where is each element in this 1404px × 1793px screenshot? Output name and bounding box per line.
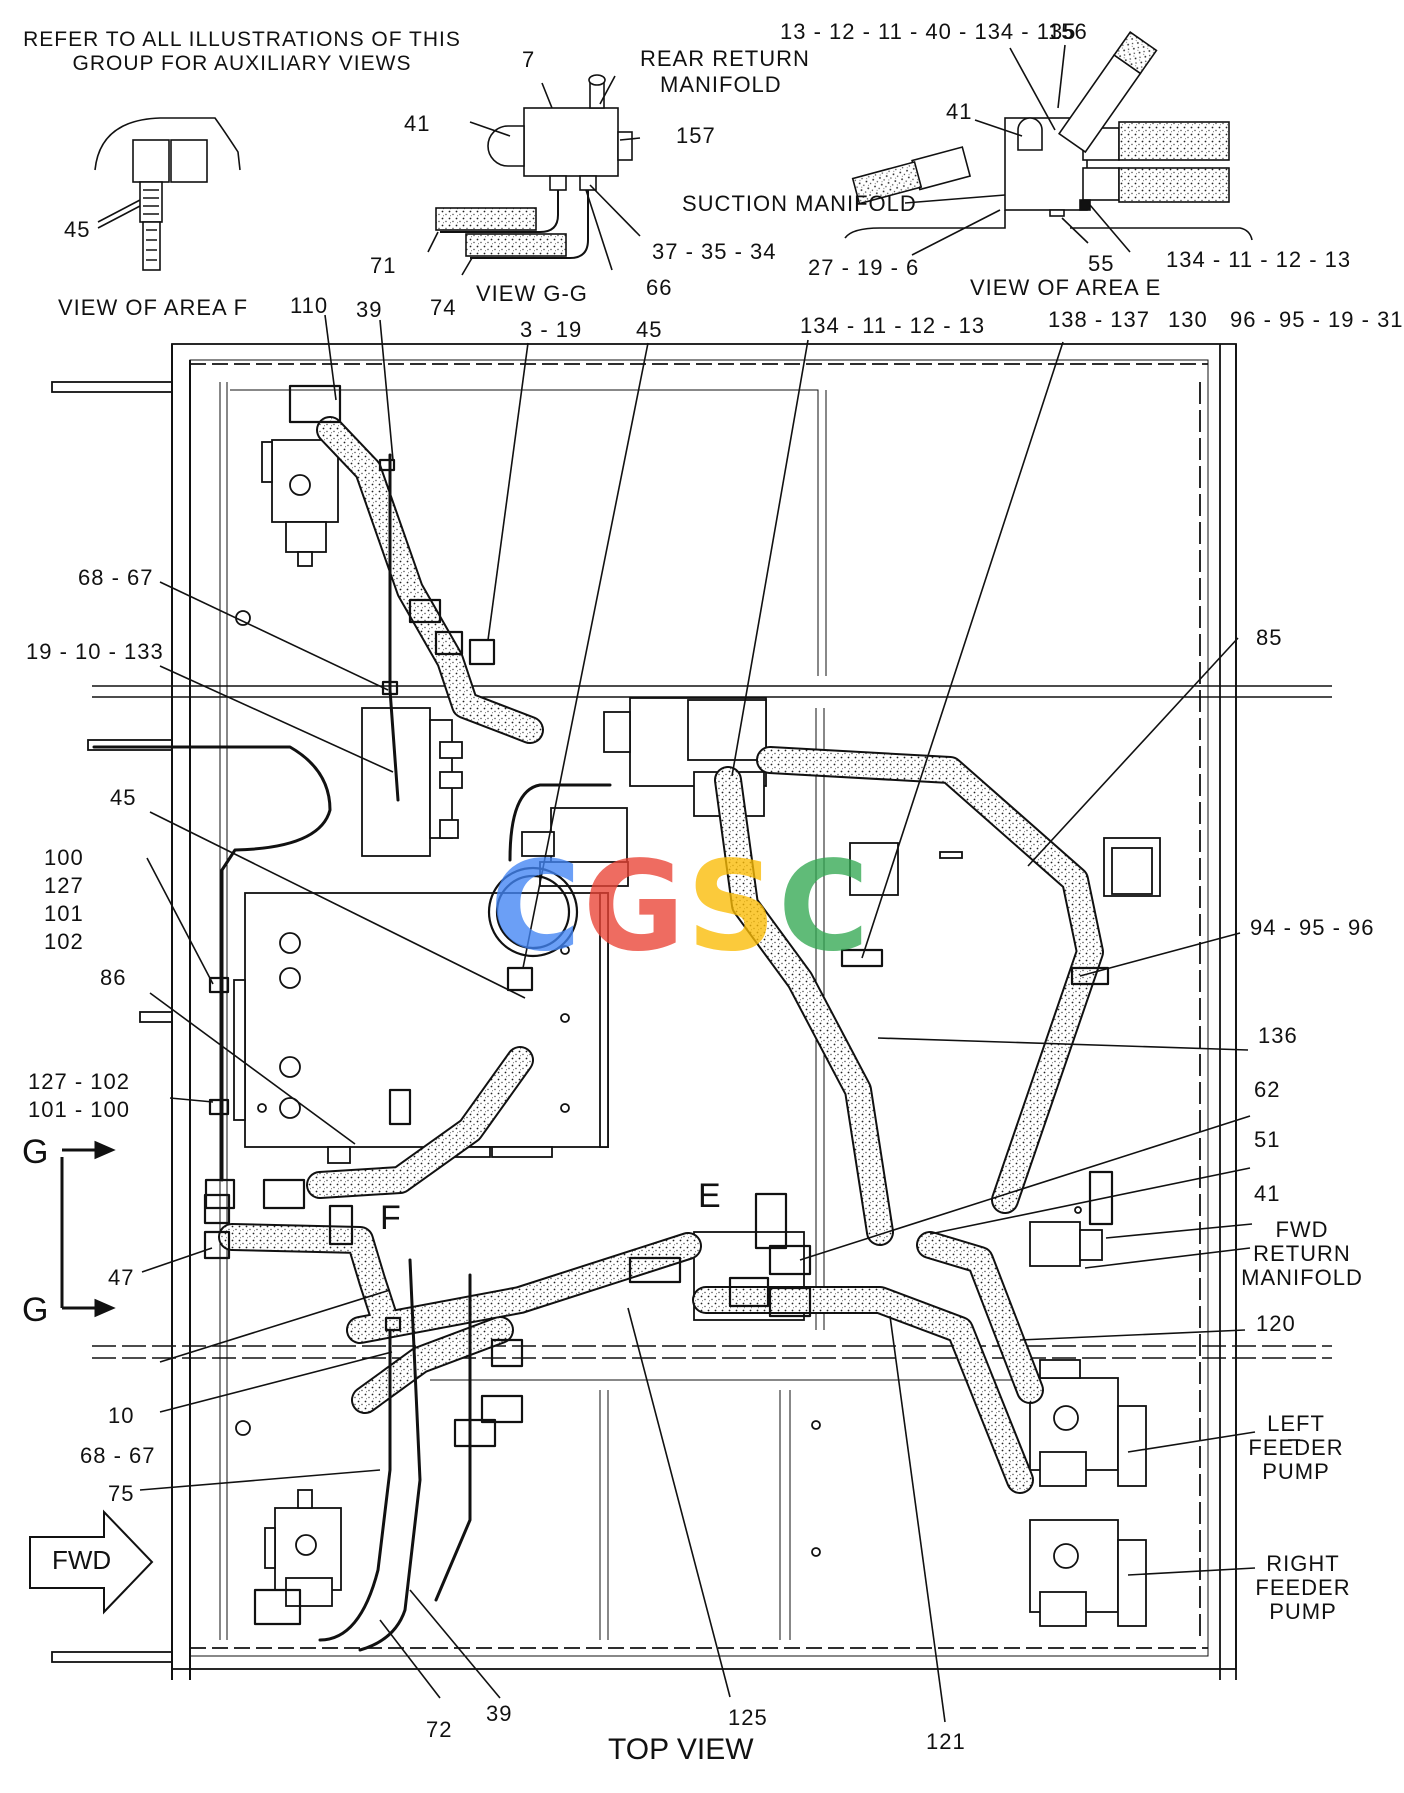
header-note-line-2: GROUP FOR AUXILIARY VIEWS xyxy=(72,52,412,75)
callout-134-main: 134 - 11 - 12 - 13 xyxy=(800,313,986,338)
view-g-g-label: VIEW G-G xyxy=(476,281,588,306)
marker-g-bottom: G xyxy=(22,1291,49,1329)
callout-37-35-34: 37 - 35 - 34 xyxy=(652,239,777,264)
callout-41-g: 41 xyxy=(404,111,431,136)
marker-f: F xyxy=(380,1199,401,1237)
callout-66: 66 xyxy=(646,275,673,300)
callout-51: 51 xyxy=(1254,1127,1281,1152)
callout-41-e: 41 xyxy=(946,99,973,124)
callout-27-19-6: 27 - 19 - 6 xyxy=(808,255,920,280)
header-note-line-1: REFER TO ALL ILLUSTRATIONS OF THIS xyxy=(23,28,461,51)
callout-75: 75 xyxy=(108,1481,135,1506)
manifold-blocks xyxy=(361,697,1161,1321)
callout-7: 7 xyxy=(522,47,536,72)
right-feeder-pump-line-3: PUMP xyxy=(1269,1599,1337,1624)
callout-68-67-top: 68 - 67 xyxy=(78,565,154,590)
left-feeder-pump-label: LEFT FEEDER PUMP xyxy=(1246,1412,1346,1484)
callout-120: 120 xyxy=(1256,1311,1296,1336)
callout-100-127-101-102: 100 127 101 102 xyxy=(44,844,84,956)
callout-3-19: 3 - 19 xyxy=(520,317,583,342)
callout-156: 156 xyxy=(1048,19,1088,44)
fwd-return-manifold-line-2: RETURN xyxy=(1253,1241,1351,1266)
callout-125: 125 xyxy=(728,1705,768,1730)
callout-13-12-11: 13 - 12 - 11 - 40 - 134 - 135 xyxy=(780,19,1077,44)
watermark-letter-4: C xyxy=(778,835,872,979)
top-view-label: TOP VIEW xyxy=(608,1733,754,1766)
callout-138-137: 138 - 137 xyxy=(1048,307,1150,332)
hoses xyxy=(92,384,1114,1652)
callout-94-95-96: 94 - 95 - 96 xyxy=(1250,915,1375,940)
callout-45-mid: 45 xyxy=(110,785,137,810)
callout-110: 110 xyxy=(290,293,329,318)
callout-41-fwd: 41 xyxy=(1254,1181,1281,1206)
callout-157: 157 xyxy=(676,123,716,148)
fwd-return-manifold-line-1: FWD xyxy=(1275,1217,1329,1242)
callout-45-area-f: 45 xyxy=(64,217,91,242)
callout-101-100: 101 - 100 xyxy=(28,1097,130,1122)
callout-71: 71 xyxy=(370,253,397,278)
rear-return-manifold-line-2: MANIFOLD xyxy=(660,72,782,97)
callout-39-bottom: 39 xyxy=(486,1701,513,1726)
marker-g-top: G xyxy=(22,1133,49,1171)
fwd-arrow-label: FWD xyxy=(52,1545,112,1575)
callout-47: 47 xyxy=(108,1265,135,1290)
callout-101: 101 xyxy=(44,901,84,926)
callout-62: 62 xyxy=(1254,1077,1281,1102)
rear-return-manifold-label: REAR RETURN MANIFOLD xyxy=(640,46,810,98)
suction-manifold-label: SUCTION MANIFOLD xyxy=(682,191,917,216)
watermark-logo: CGSC xyxy=(490,835,871,979)
callout-85: 85 xyxy=(1256,625,1283,650)
callout-130: 130 xyxy=(1168,307,1208,332)
callout-96-95-19-31: 96 - 95 - 19 - 31 xyxy=(1230,307,1404,332)
view-area-e-label: VIEW OF AREA E xyxy=(970,275,1162,300)
watermark-letter-3: S xyxy=(686,835,779,979)
section-markers xyxy=(29,1140,154,1615)
callout-127-102: 127 - 102 xyxy=(28,1069,130,1094)
watermark-letter-2: G xyxy=(583,835,687,979)
callout-134-e: 134 - 11 - 12 - 13 xyxy=(1166,247,1352,272)
callout-136: 136 xyxy=(1258,1023,1298,1048)
callout-121: 121 xyxy=(926,1729,966,1754)
rear-return-manifold-line-1: REAR RETURN xyxy=(640,46,810,71)
left-feeder-pump-line-1: LEFT xyxy=(1267,1411,1325,1436)
right-feeder-pump-line-2: FEEDER xyxy=(1255,1575,1351,1600)
left-feeder-pump-line-2: FEEDER xyxy=(1248,1435,1344,1460)
callout-45-top: 45 xyxy=(636,317,663,342)
callout-127: 127 xyxy=(44,873,84,898)
header-note: REFER TO ALL ILLUSTRATIONS OF THIS GROUP… xyxy=(22,28,462,76)
fwd-return-manifold-line-3: MANIFOLD xyxy=(1241,1265,1363,1290)
leader-lines xyxy=(139,44,1300,1723)
callout-74: 74 xyxy=(430,295,457,320)
right-feeder-pump-line-1: RIGHT xyxy=(1266,1551,1340,1576)
pumps xyxy=(261,439,1147,1627)
callout-55: 55 xyxy=(1088,251,1115,276)
callout-19-10-133: 19 - 10 - 133 xyxy=(26,639,164,664)
watermark-letter-1: C xyxy=(490,835,584,979)
g-g-inset xyxy=(435,74,633,259)
callout-39-top: 39 xyxy=(356,297,383,322)
area-f-inset xyxy=(94,117,241,271)
right-feeder-pump-label: RIGHT FEEDER PUMP xyxy=(1248,1552,1358,1624)
callout-68-67-bottom: 68 - 67 xyxy=(80,1443,156,1468)
callout-10: 10 xyxy=(108,1403,135,1428)
left-feeder-pump-line-3: PUMP xyxy=(1262,1459,1330,1484)
callout-100: 100 xyxy=(44,845,84,870)
marker-e: E xyxy=(698,1177,721,1215)
callout-102: 102 xyxy=(44,929,84,954)
fwd-return-manifold-label: FWD RETURN MANIFOLD xyxy=(1240,1218,1364,1290)
view-area-f-label: VIEW OF AREA F xyxy=(58,295,249,320)
callout-86: 86 xyxy=(100,965,127,990)
area-e-inset xyxy=(844,30,1253,241)
callout-72: 72 xyxy=(426,1717,453,1742)
